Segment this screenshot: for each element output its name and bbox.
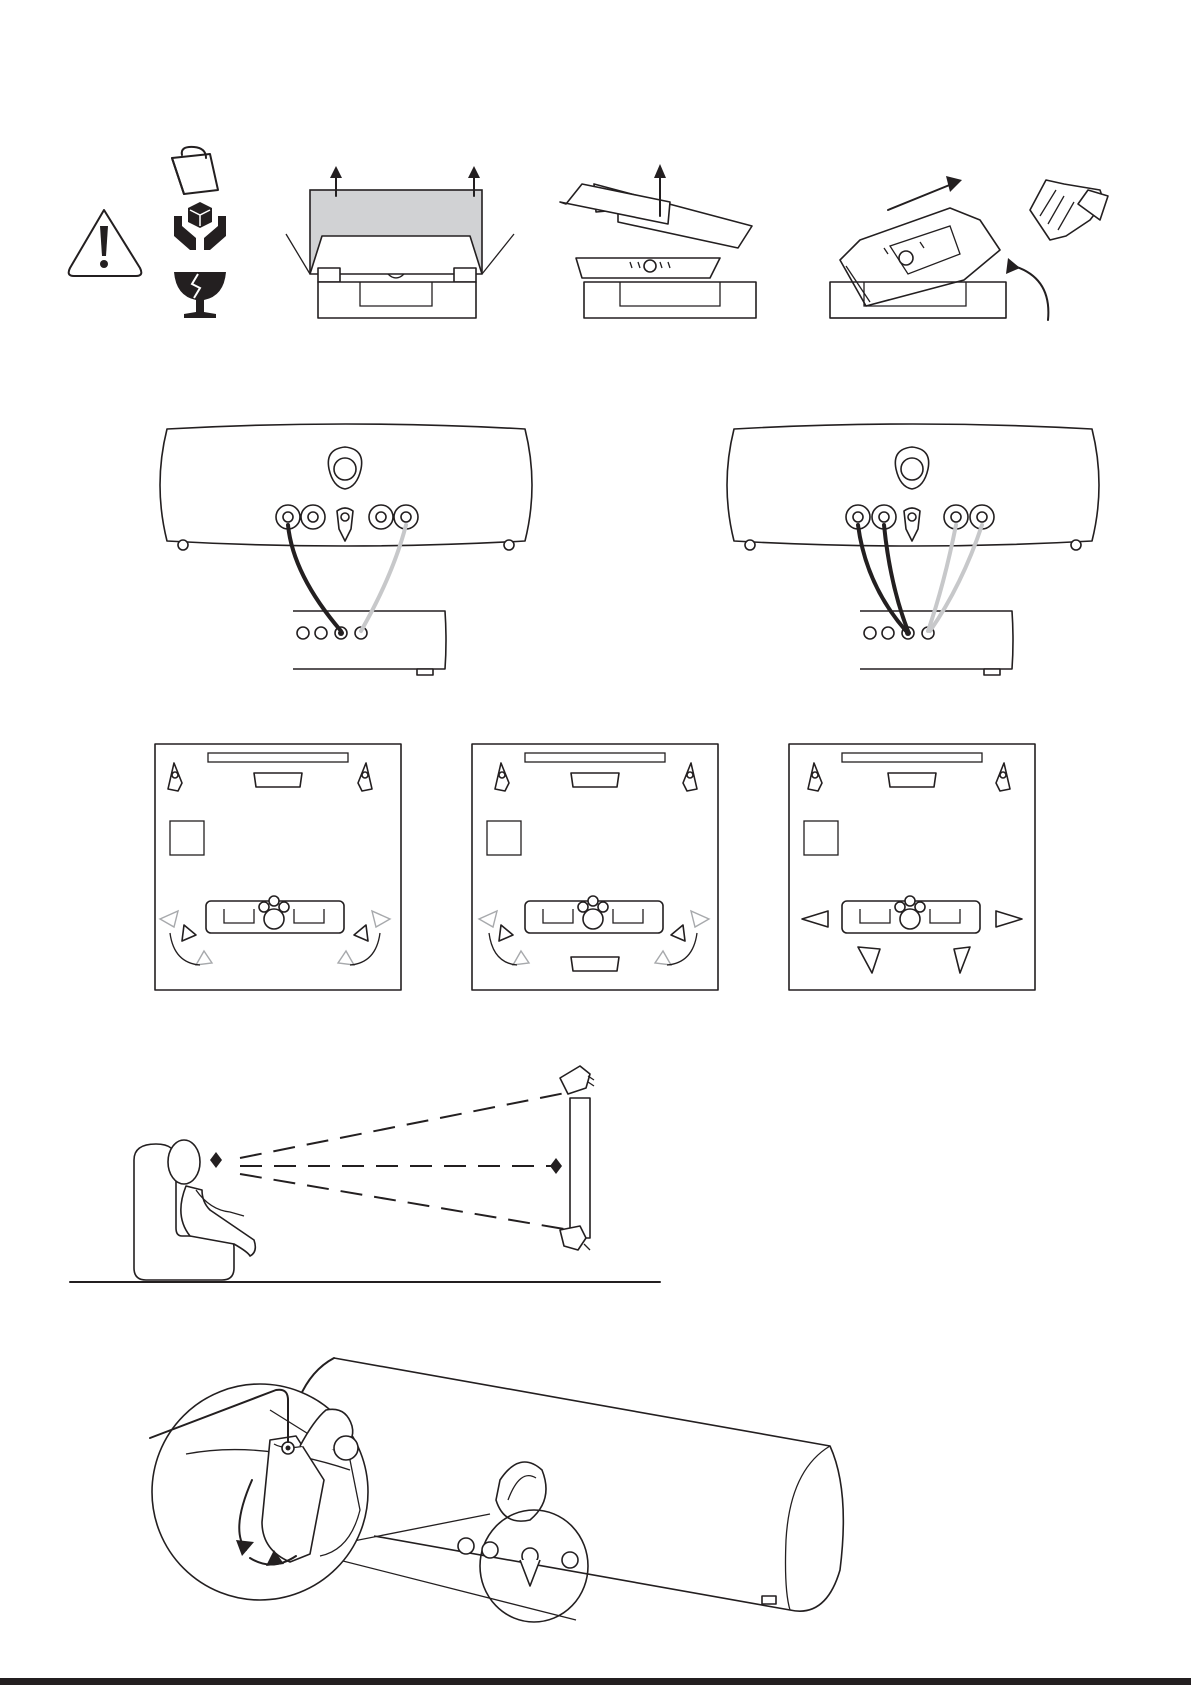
ear-level-marker-left bbox=[210, 1152, 222, 1168]
page-footer-rule bbox=[0, 1678, 1191, 1685]
fragile-glass-icon bbox=[174, 272, 226, 318]
speaker-top bbox=[560, 1066, 594, 1094]
sofa-listener bbox=[525, 896, 663, 933]
bi-wire-connection bbox=[722, 425, 1102, 685]
screen bbox=[570, 1098, 590, 1238]
unpacking-figure bbox=[60, 150, 1140, 350]
gloves-icon bbox=[1030, 180, 1108, 240]
handle-with-care-icon bbox=[174, 202, 226, 250]
adjustment-figure bbox=[150, 1350, 840, 1670]
heavy-bag-icon bbox=[172, 147, 218, 194]
room-layout-1 bbox=[154, 743, 402, 991]
lift-speaker-step bbox=[560, 164, 756, 318]
center-speaker bbox=[571, 773, 619, 787]
center-speaker bbox=[888, 773, 936, 787]
lift-box-step bbox=[286, 166, 514, 318]
room-layout-3 bbox=[788, 743, 1036, 991]
listening-position-figure bbox=[70, 1060, 670, 1286]
room-layout-2 bbox=[471, 743, 719, 991]
center-speaker bbox=[254, 773, 302, 787]
warning-triangle-icon bbox=[69, 210, 142, 276]
rear-center-speaker bbox=[571, 957, 619, 971]
sofa-listener bbox=[842, 896, 980, 933]
zoom-circle bbox=[150, 1384, 368, 1600]
speaker-body bbox=[290, 1358, 843, 1611]
ear-level-marker-right bbox=[550, 1158, 562, 1174]
sofa-listener bbox=[206, 896, 344, 933]
remove-speaker-gloves-step bbox=[830, 176, 1108, 320]
single-wire-connection bbox=[155, 425, 535, 685]
